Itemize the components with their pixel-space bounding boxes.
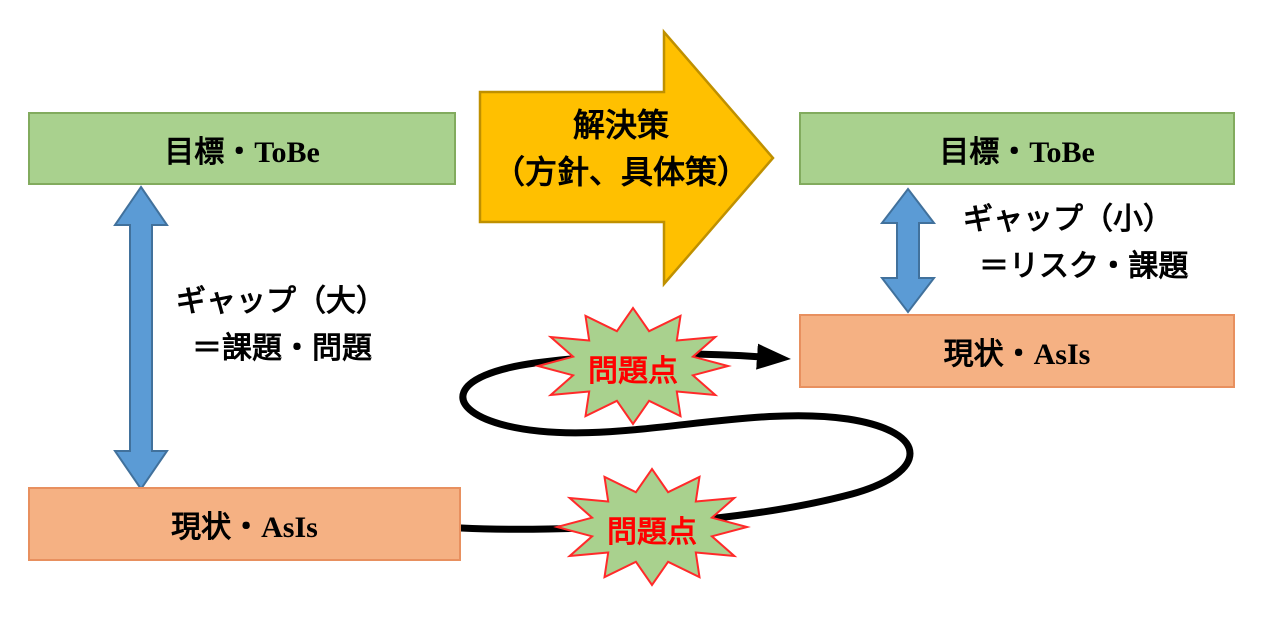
gap-arrow-left <box>113 185 169 491</box>
tobe-box-left: 目標・ToBe <box>28 112 456 185</box>
asis-box-left: 現状・AsIs <box>28 487 461 561</box>
asis-box-right-label: 現状・AsIs <box>943 338 1091 371</box>
tobe-box-left-label: 目標・ToBe <box>164 135 320 169</box>
gap-label-left: ギャップ（大） ＝課題・問題 <box>176 278 386 372</box>
gap-label-right-line1: ギャップ（小） <box>963 203 1173 236</box>
solution-arrow-line2: （方針、具体策） <box>492 154 749 190</box>
gap-label-right-line2: ＝リスク・課題 <box>979 250 1189 283</box>
solution-arrow-label: 解決策 （方針、具体策） <box>462 102 780 196</box>
problem-burst-bottom <box>553 467 751 587</box>
problem-badge-top-label: 問題点 <box>588 355 678 388</box>
asis-box-left-label: 現状・AsIs <box>171 511 318 544</box>
asis-box-right: 現状・AsIs <box>799 314 1235 388</box>
solution-arrow-line1: 解決策 <box>572 107 669 143</box>
solution-arrow-shape <box>478 28 775 288</box>
tobe-box-right: 目標・ToBe <box>799 112 1235 185</box>
gap-label-left-line1: ギャップ（大） <box>176 285 386 318</box>
problem-badge-bottom-label: 問題点 <box>607 516 697 549</box>
gap-arrow-right <box>879 187 937 314</box>
tobe-box-right-label: 目標・ToBe <box>939 135 1095 169</box>
gap-label-left-line2: ＝課題・問題 <box>192 332 372 365</box>
problem-flow-curve <box>457 343 914 533</box>
gap-label-right: ギャップ（小） ＝リスク・課題 <box>963 196 1188 290</box>
problem-burst-top <box>534 306 732 426</box>
